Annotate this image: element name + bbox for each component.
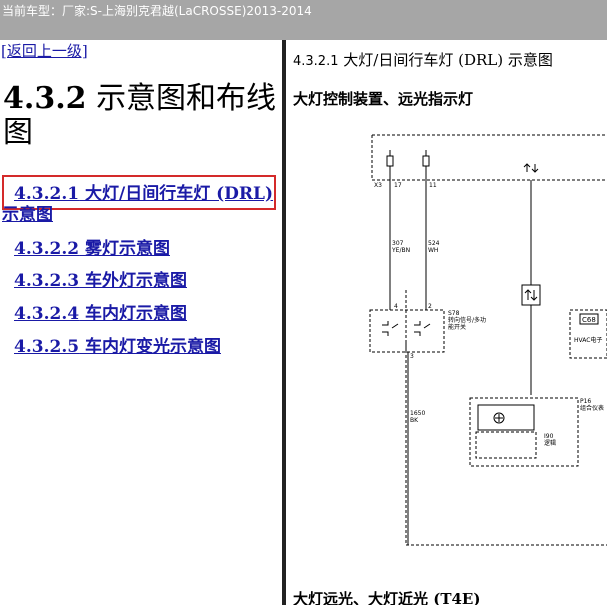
link-4-3-2-1-continued[interactable]: 示意图 xyxy=(2,205,53,225)
wiring-diagram: X3 17 11 307 YE/BN 524 WH 4 2 3 S78 转向信号… xyxy=(369,134,607,546)
cluster-box xyxy=(469,397,579,467)
cluster-name: 组合仪表 xyxy=(580,404,604,412)
diagram-heading-text: 大灯/日间行车灯 (DRL) 示意图 xyxy=(343,51,553,69)
switch-name: 转向信号/多功 xyxy=(448,316,486,324)
link-number: 4.3.2.1 xyxy=(14,184,80,204)
left-pane: [返回上一级] 4.3.2 示意图和布线图 4.3.2.1 大灯/日间行车灯 (… xyxy=(0,40,282,605)
data-link-icon xyxy=(521,284,541,306)
cluster-item: 逻辑 xyxy=(544,439,556,447)
link-4-3-2-2[interactable]: 4.3.2.2 雾灯示意图 xyxy=(14,234,170,259)
link-number: 4.3.2.3 xyxy=(14,271,80,291)
pane-splitter[interactable] xyxy=(282,40,286,605)
indicator-lamp-box xyxy=(477,404,535,431)
diagram-frame-bottom xyxy=(405,290,607,546)
link-text: 车外灯示意图 xyxy=(85,271,187,291)
section-heading-number: 4.3.2 xyxy=(3,81,87,116)
pin-label: 11 xyxy=(429,182,437,189)
link-text: 雾灯示意图 xyxy=(85,239,170,259)
section-heading-text: 示意图和布线图 xyxy=(3,81,277,150)
next-diagram-heading: 大灯远光、大灯近光 (T4E) xyxy=(293,590,481,605)
link-text: 大灯/日间行车灯 (DRL) xyxy=(85,184,274,204)
title-bar: 当前车型：厂家:S-上海别克君越(LaCROSSE)2013-2014 xyxy=(0,0,607,40)
switch-name: 能开关 xyxy=(448,323,466,331)
cluster-id: P16 xyxy=(580,398,591,405)
module-id: C68 xyxy=(582,316,596,324)
link-4-3-2-3[interactable]: 4.3.2.3 车外灯示意图 xyxy=(14,266,187,291)
link-4-3-2-5[interactable]: 4.3.2.5 车内灯变光示意图 xyxy=(14,332,221,357)
diagram-subheading: 大灯控制装置、远光指示灯 xyxy=(293,90,474,108)
wire-color: WH xyxy=(428,247,438,254)
wire-number: 307 xyxy=(392,240,404,247)
link-text: 车内灯示意图 xyxy=(85,304,187,324)
diagram-heading: 4.3.2.1 大灯/日间行车灯 (DRL) 示意图 xyxy=(293,49,553,70)
cluster-item: I90 xyxy=(544,433,554,440)
link-number: 4.3.2.4 xyxy=(14,304,80,324)
fuse-icon xyxy=(422,155,430,167)
pin-label: 17 xyxy=(394,182,402,189)
selected-item-highlight xyxy=(2,175,276,210)
module-name: HVAC电子 xyxy=(574,336,602,344)
switch-id: S78 xyxy=(448,310,460,317)
link-number: 4.3.2.2 xyxy=(14,239,80,259)
logic-box xyxy=(475,431,537,459)
diagram-frame-header xyxy=(371,135,607,181)
link-4-3-2-1[interactable]: 4.3.2.1 大灯/日间行车灯 (DRL) xyxy=(14,179,273,204)
lamp-icon xyxy=(493,412,505,424)
fuse-icon xyxy=(386,155,394,167)
pin-label: 4 xyxy=(394,303,398,310)
pin-label: 2 xyxy=(428,303,432,310)
section-heading: 4.3.2 示意图和布线图 xyxy=(3,82,279,150)
link-4-3-2-4[interactable]: 4.3.2.4 车内灯示意图 xyxy=(14,299,187,324)
back-link[interactable]: [返回上一级] xyxy=(1,42,88,60)
switch-box xyxy=(369,309,445,353)
right-pane: 4.3.2.1 大灯/日间行车灯 (DRL) 示意图 大灯控制装置、远光指示灯 xyxy=(286,40,607,605)
wire-number: 524 xyxy=(428,240,440,247)
wire-number: 1650 xyxy=(410,410,425,417)
wire-color: BK xyxy=(410,417,419,424)
diagram-heading-number: 4.3.2.1 xyxy=(293,54,339,69)
connector-label: X3 xyxy=(374,182,382,189)
module-box xyxy=(569,309,607,359)
window-title: 当前车型：厂家:S-上海别克君越(LaCROSSE)2013-2014 xyxy=(2,4,312,18)
link-text: 车内灯变光示意图 xyxy=(85,337,221,357)
link-number: 4.3.2.5 xyxy=(14,337,80,357)
wire-color: YE/BN xyxy=(391,247,410,254)
pin-label: 3 xyxy=(410,353,414,360)
